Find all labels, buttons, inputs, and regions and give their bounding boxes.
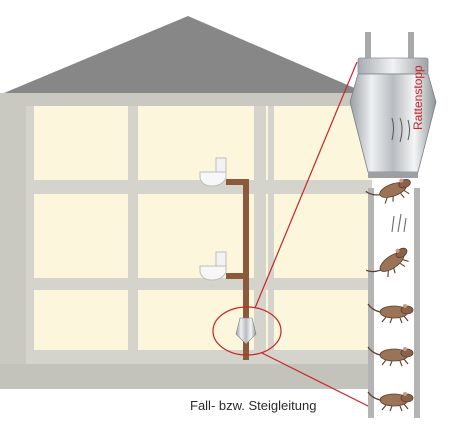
- pipe-system: [199, 157, 257, 360]
- top-pipe-right: [408, 32, 414, 62]
- rattenstopp-label: Rattenstopp: [411, 65, 425, 130]
- top-pipe-left: [365, 32, 371, 62]
- window-area: [26, 106, 372, 364]
- shaft-right-wall: [414, 188, 420, 418]
- motion-lines: [391, 213, 407, 233]
- toilet-icon: [199, 251, 227, 281]
- rattenstopp-cone-icon: [349, 57, 437, 178]
- shaft-left-wall: [368, 188, 374, 418]
- callout: [212, 61, 373, 409]
- roof: [4, 16, 366, 93]
- building: [0, 16, 372, 389]
- callout-circle: [212, 306, 282, 356]
- shaft: [365, 32, 420, 418]
- ground-band: [0, 364, 372, 389]
- toilet-icon: [199, 157, 227, 187]
- pipe-label: Fall- bzw. Steigleitung: [190, 398, 317, 413]
- drain-pipe-bottom: [243, 340, 249, 358]
- small-rattenstopp: [235, 317, 257, 345]
- window-frames: [26, 106, 372, 364]
